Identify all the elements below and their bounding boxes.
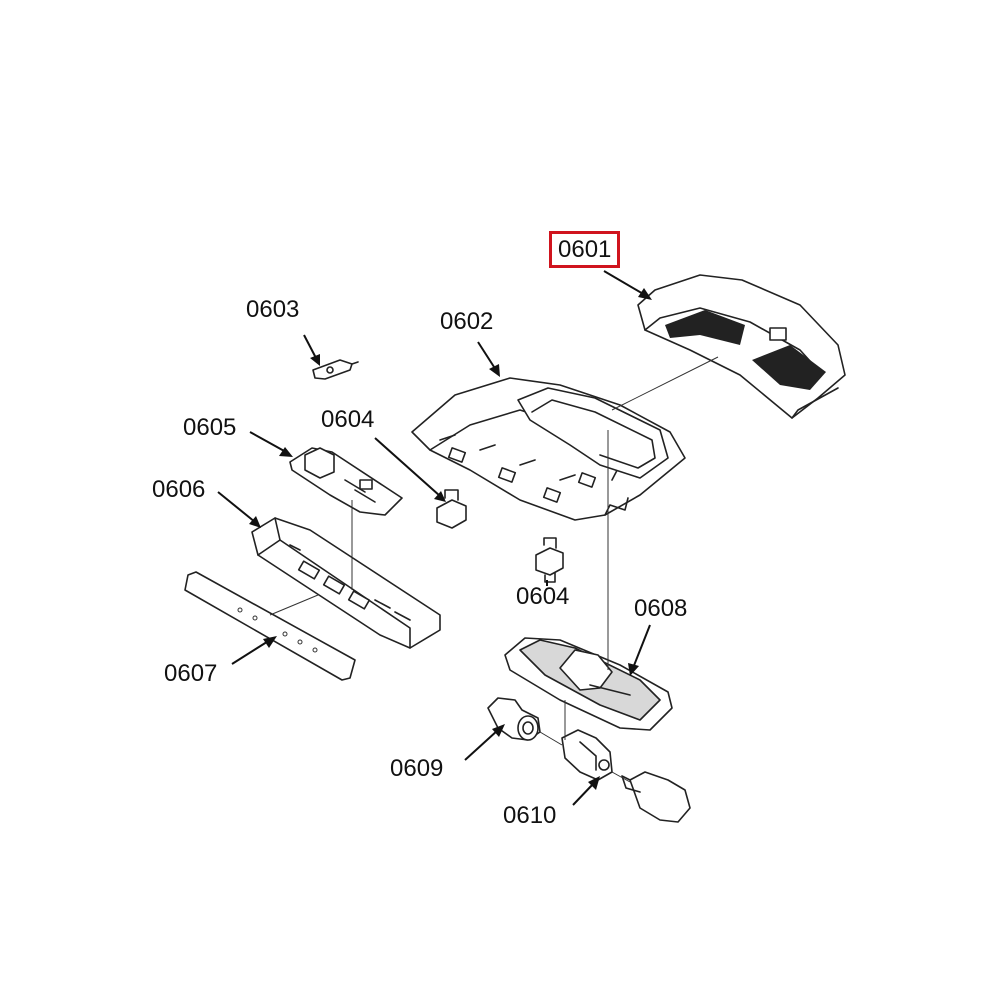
part-0607-decal[interactable]	[184, 571, 356, 681]
label-0605[interactable]: 0605	[183, 414, 237, 441]
label-0608[interactable]: 0608	[634, 595, 688, 622]
assembly-lines	[269, 356, 719, 783]
part-0604-clip-upper[interactable]	[436, 489, 467, 529]
part-0610-holder[interactable]	[561, 729, 613, 781]
label-0602[interactable]: 0602	[440, 308, 494, 335]
label-0607[interactable]: 0607	[164, 660, 218, 687]
part-0609-socket[interactable]	[487, 697, 541, 741]
bulb	[621, 771, 691, 823]
part-0604-clip-lower[interactable]	[535, 537, 564, 583]
part-0603-clip[interactable]	[312, 359, 359, 380]
part-0601-cover[interactable]	[637, 274, 846, 419]
part-0605-switch-board[interactable]	[289, 447, 403, 516]
label-0609[interactable]: 0609	[390, 755, 444, 782]
label-0610[interactable]: 0610	[503, 802, 557, 829]
part-0606-bezel[interactable]	[251, 517, 441, 649]
label-0603[interactable]: 0603	[246, 296, 300, 323]
label-0604-upper[interactable]: 0604	[321, 406, 375, 433]
label-0601[interactable]: 0601	[549, 231, 621, 268]
label-0604-lower[interactable]: 0604	[516, 583, 570, 610]
leader-lines	[217, 270, 652, 806]
part-0602-frame[interactable]	[411, 377, 686, 521]
part-0608-lamp-housing[interactable]	[504, 637, 673, 731]
label-0606[interactable]: 0606	[152, 476, 206, 503]
